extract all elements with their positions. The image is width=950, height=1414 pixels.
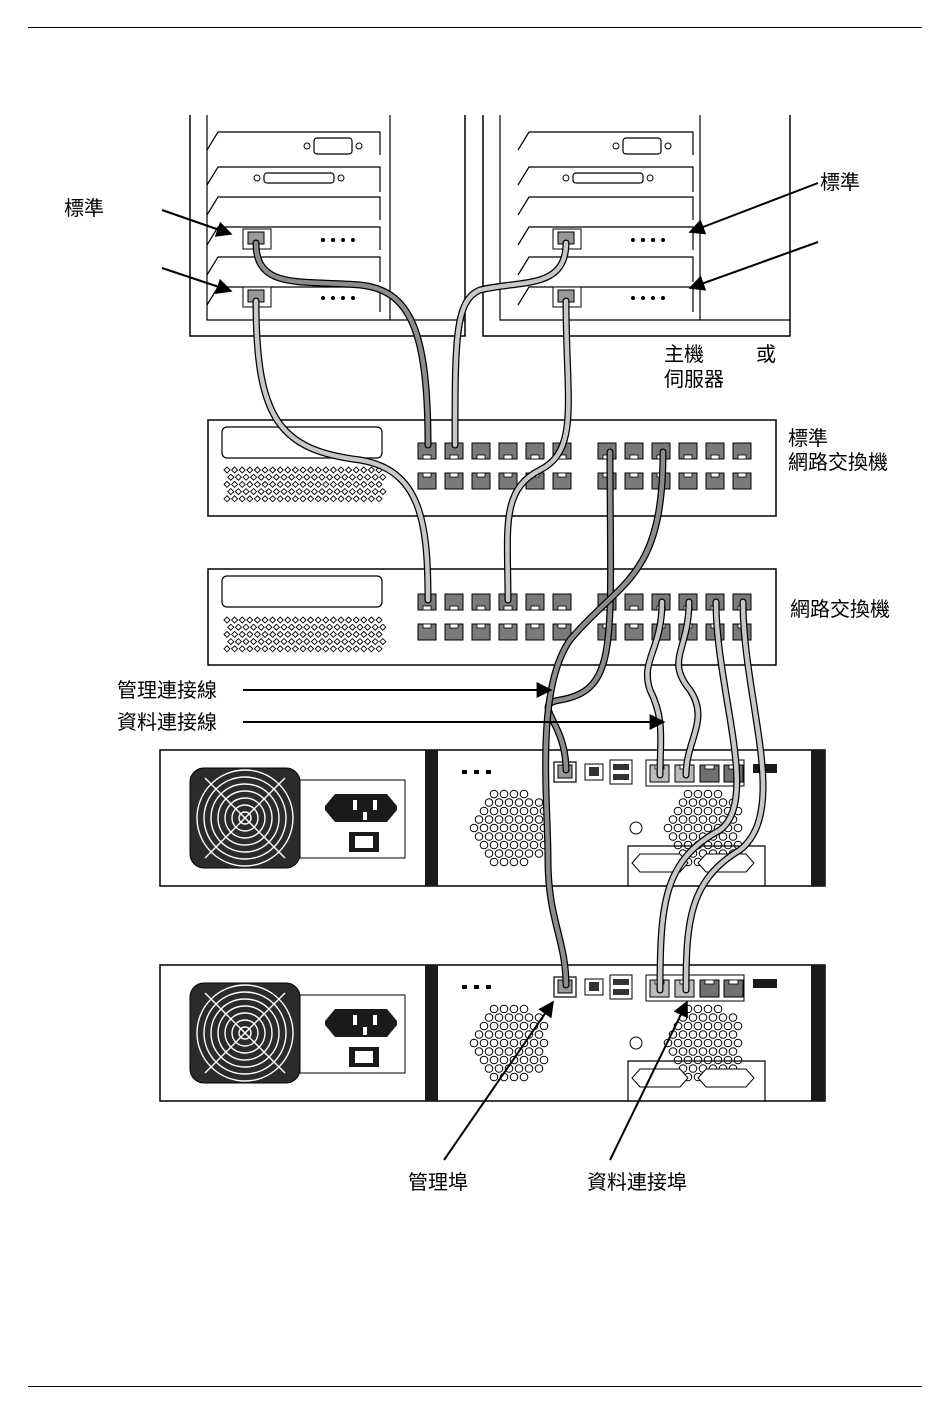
label-host-line1: 主機 bbox=[664, 342, 704, 366]
host-right bbox=[483, 115, 790, 336]
label-host-line2: 伺服器 bbox=[664, 367, 724, 391]
arrow-standard-left-2 bbox=[162, 268, 231, 291]
label-switch-plain: 網路交換機 bbox=[790, 597, 890, 621]
label-switch-standard-line2: 網路交換機 bbox=[788, 450, 888, 474]
label-standard-left: 標準 bbox=[64, 196, 104, 220]
label-mgmt-cable: 管理連接線 bbox=[117, 678, 217, 702]
label-data-port: 資料連接埠 bbox=[587, 1170, 687, 1194]
host-left bbox=[190, 115, 465, 336]
label-host-or: 或 bbox=[756, 342, 776, 366]
arrow-standard-right-2 bbox=[690, 242, 818, 288]
arrow-standard-left-1 bbox=[162, 210, 231, 234]
storage-unit-top bbox=[160, 750, 825, 886]
arrow-standard-right-1 bbox=[690, 183, 818, 232]
cable-host-left-nic1 bbox=[256, 243, 428, 445]
label-mgmt-port: 管理埠 bbox=[408, 1170, 468, 1194]
storage-unit-bottom bbox=[160, 965, 825, 1101]
label-standard-right: 標準 bbox=[820, 170, 860, 194]
label-data-cable: 資料連接線 bbox=[117, 710, 217, 734]
cable-mgmt-bottom bbox=[546, 452, 663, 985]
label-switch-standard-line1: 標準 bbox=[788, 426, 828, 450]
